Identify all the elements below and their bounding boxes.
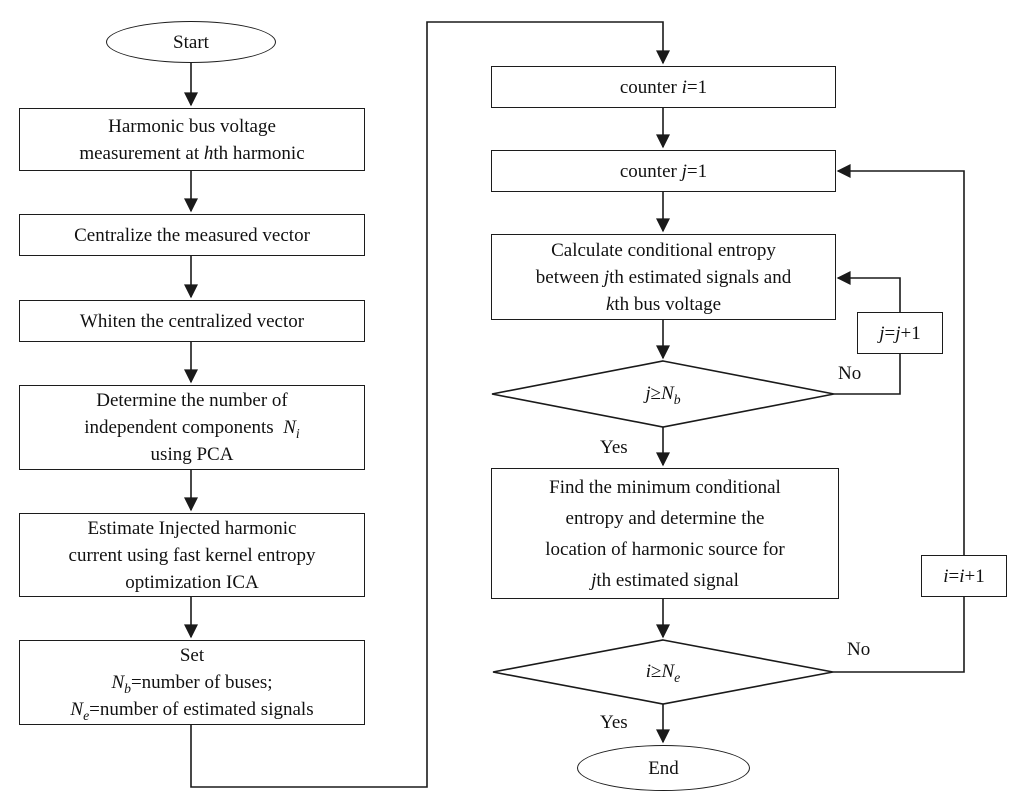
process-increment-i: i=i+1 — [921, 555, 1007, 597]
process-increment-i-label: i=i+1 — [943, 565, 985, 587]
decision-i-label: i≥Ne — [645, 661, 681, 685]
process-centralize-label: Centralize the measured vector — [74, 224, 310, 246]
process-counter-i-label: counter i=1 — [619, 76, 708, 98]
decision-j-diamond — [491, 360, 835, 428]
decision-i-diamond — [492, 639, 834, 705]
process-whiten-label: Whiten the centralized vector — [79, 310, 305, 332]
process-whiten: Whiten the centralized vector — [19, 300, 365, 342]
process-counter-j-label: counter j=1 — [619, 160, 708, 182]
process-increment-j: j=j+1 — [857, 312, 943, 354]
edge-label-no-j: No — [838, 363, 862, 384]
edge-label-yes-i: Yes — [600, 712, 628, 733]
start-terminator: Start — [106, 21, 276, 63]
end-terminator: End — [577, 745, 750, 791]
edge-label-yes-j: Yes — [600, 437, 628, 458]
end-label: End — [648, 757, 679, 779]
start-label: Start — [173, 31, 209, 53]
decision-j-label: j≥Nb — [645, 383, 681, 407]
process-counter-i: counter i=1 — [491, 66, 836, 108]
process-counter-j: counter j=1 — [491, 150, 836, 192]
process-increment-j-label: j=j+1 — [879, 322, 921, 344]
edge-label-no-i: No — [847, 639, 871, 660]
process-centralize: Centralize the measured vector — [19, 214, 365, 256]
